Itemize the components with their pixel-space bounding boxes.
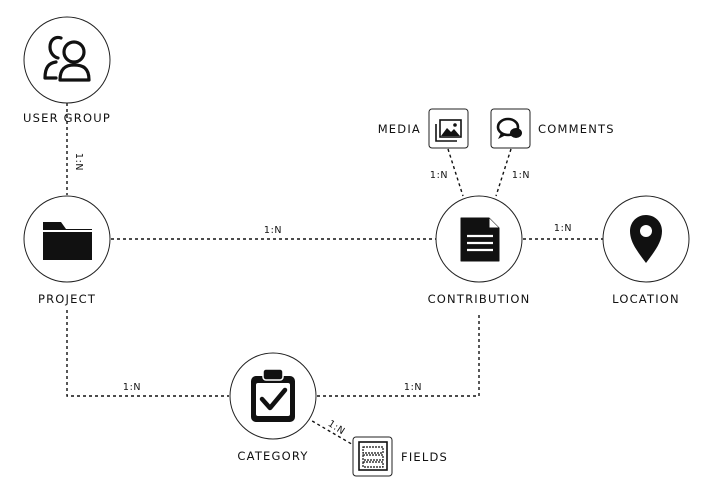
node-category: CATEGORY [229,352,317,463]
node-media: MEDIA [378,108,469,149]
cardinality-label: 1:N [404,382,422,393]
node-label: COMMENTS [538,122,615,136]
folder-icon [43,222,92,260]
cardinality-label: 1:N [554,223,572,234]
edge-project-category [66,310,229,397]
cardinality-label: 1:N [73,153,84,171]
user-group-icon [43,35,91,82]
edge-contribution-comments [495,148,512,197]
cardinality-label: 1:N [430,170,448,181]
node-label: PROJECT [38,292,96,306]
clipboard-check-icon [251,368,295,422]
node-comments: COMMENTS [490,108,615,149]
node-label: CATEGORY [237,449,308,463]
node-label: FIELDS [401,450,448,464]
node-label: MEDIA [378,122,421,136]
node-fields: FIELDS [352,436,448,477]
node-location: LOCATION [602,195,690,306]
cardinality-label: 1:N [326,418,347,437]
edges [66,103,603,447]
form-fields-icon [358,441,388,471]
edge-contribution-media [447,148,464,197]
node-user-group: USER GROUP [23,16,111,125]
edge-category-contribution [317,314,480,397]
image-icon [435,119,462,142]
node-label: CONTRIBUTION [428,292,531,306]
cardinality-label: 1:N [123,382,141,393]
comment-icon [496,117,522,139]
node-label: USER GROUP [23,111,111,125]
map-pin-icon [630,215,662,263]
node-contribution: CONTRIBUTION [428,195,531,306]
document-icon [460,217,500,262]
node-project: PROJECT [23,195,111,306]
node-label: LOCATION [612,292,680,306]
cardinality-label: 1:N [264,225,282,236]
cardinality-label: 1:N [512,170,530,181]
